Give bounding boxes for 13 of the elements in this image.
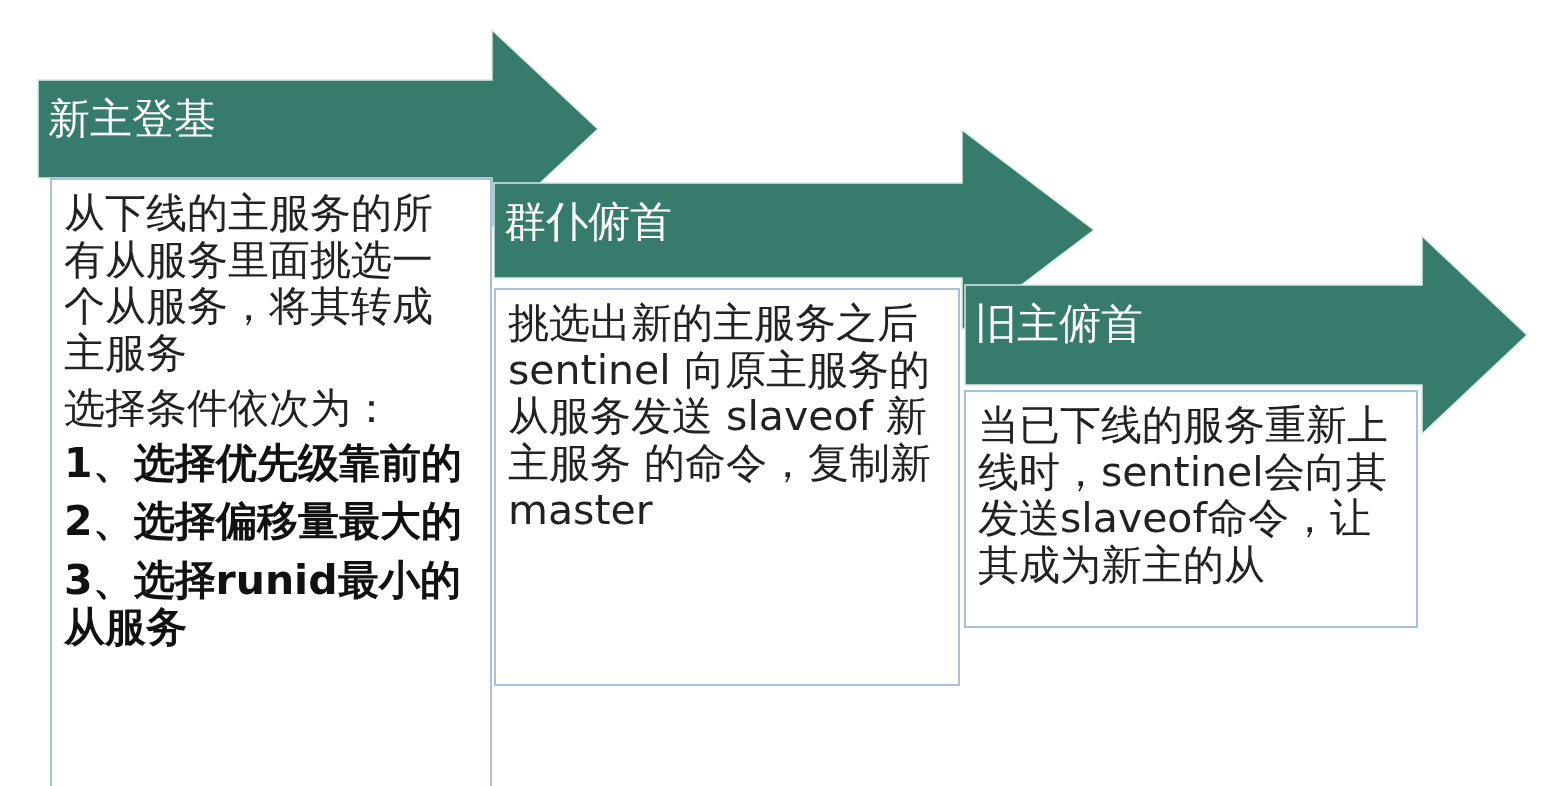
step-title: 新主登基 <box>48 98 216 140</box>
criterion-text: 1、选择优先级靠前的 <box>64 439 463 487</box>
step-title: 旧主俯首 <box>975 303 1143 345</box>
criterion-text: 3、选择runid最小的从服务 <box>64 557 462 651</box>
text-box <box>494 288 960 686</box>
criterion-text: 2、选择偏移量最大的 <box>64 498 463 546</box>
box-text: 当已下线的服务重新上线时，sentinel会向其发送slaveof命令，让其成为新主的从 <box>978 402 1388 589</box>
step-title: 群仆俯首 <box>504 201 672 243</box>
box-text: 从下线的主服务的所有从服务里面挑选一个从服务，将其转成主服务 <box>64 190 434 377</box>
box-text: 挑选出新的主服务之后sentinel 向原主服务的从服务发送 slaveof 新主服务 的命令，复制新master <box>508 300 933 534</box>
text-box <box>964 390 1418 628</box>
text-box <box>50 178 492 786</box>
box-text: 选择条件依次为： <box>64 384 393 432</box>
